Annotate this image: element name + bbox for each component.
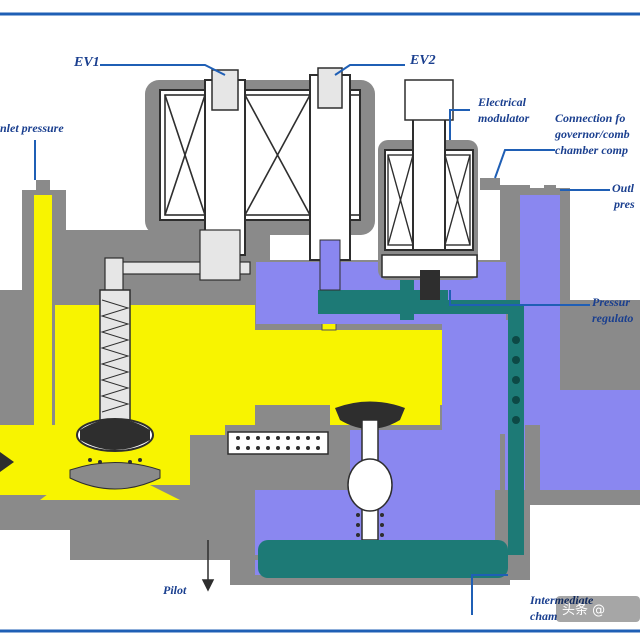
ev1-label: EV1 [73, 55, 100, 70]
main-valve [290, 401, 465, 550]
inlet-pressure-label: nlet pressure [0, 121, 64, 135]
intermediate-chamber-label-1: Intermediate [529, 593, 594, 607]
electrical-modulator [378, 79, 478, 300]
coil-cross-icon [164, 94, 361, 216]
ev-coil-housing [145, 67, 375, 291]
intermediate-chamber-label-2: cham [530, 609, 557, 623]
pressure-regulator-label-1: Pressur [592, 295, 630, 309]
inlet-arrow-icon [0, 452, 14, 472]
filter-screen [227, 431, 329, 455]
electrical-modulator-label-2: modulator [478, 111, 530, 125]
outlet-pressure-label-2: pres [613, 197, 635, 211]
safety-valve-ev1 [69, 289, 161, 490]
spring-icon [100, 299, 130, 413]
ev2-label: EV2 [409, 53, 436, 68]
connection-label-2: governor/comb [554, 127, 630, 141]
electrical-modulator-label-1: Electrical [477, 95, 527, 109]
connection-label-3: chamber comp [555, 143, 628, 157]
watermark: 头条 @ [556, 596, 640, 622]
pilot-arrow-icon [201, 540, 215, 592]
outlet-pressure-label-1: Outl [612, 181, 635, 195]
spring-icon [356, 513, 384, 537]
leader-lines [34, 64, 610, 615]
pressure-regulator-label-2: regulato [592, 311, 633, 325]
channel-dots [512, 336, 520, 424]
watermark-text: 头条 @ [562, 602, 605, 618]
connection-label-1: Connection fo [555, 111, 625, 125]
inlet-gas-region [0, 195, 442, 500]
outlet-port [600, 390, 640, 490]
pilot-label: Pilot [163, 583, 187, 597]
